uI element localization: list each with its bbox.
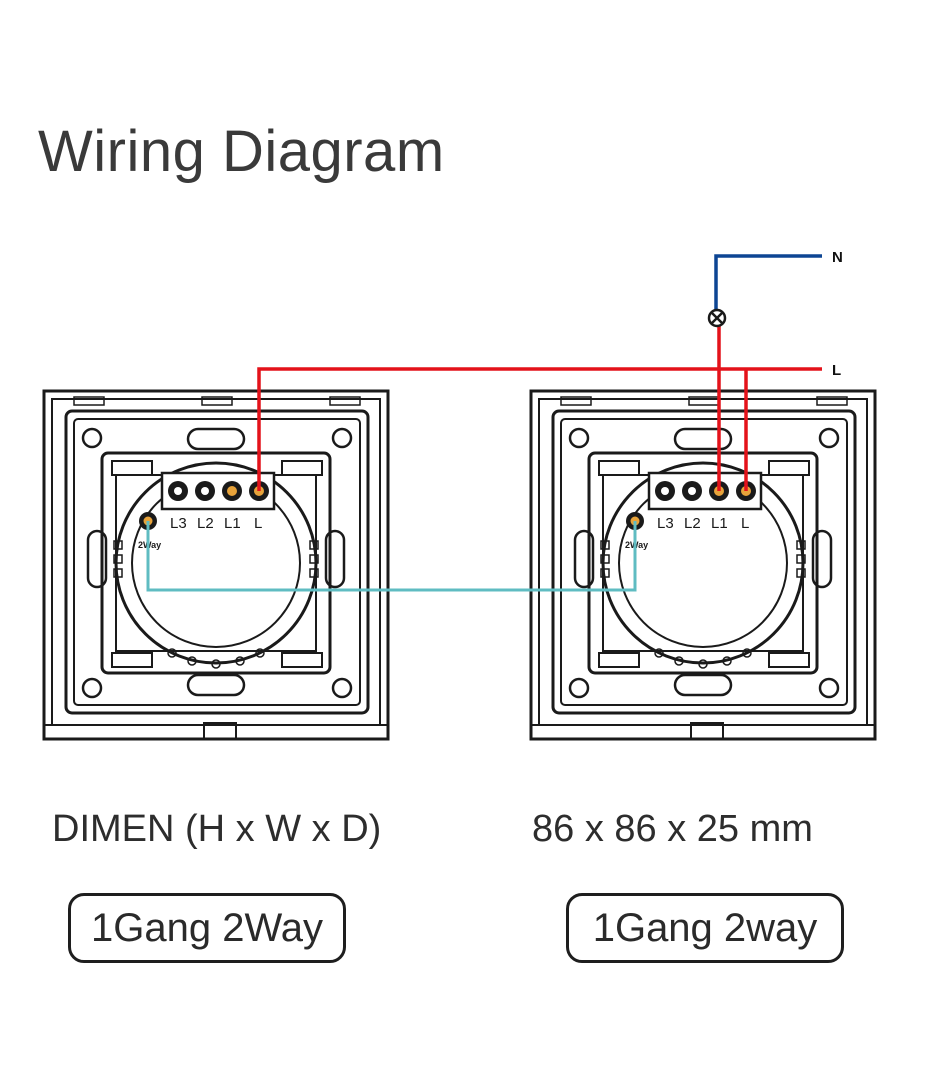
terminal-label-l3: L3 bbox=[657, 515, 674, 532]
switch-right: L3 L2 L1 L 2Way bbox=[529, 389, 877, 741]
page-title: Wiring Diagram bbox=[38, 119, 445, 184]
terminal-label-l2: L2 bbox=[684, 515, 701, 532]
terminal-label-l2: L2 bbox=[197, 515, 214, 532]
lamp-icon bbox=[707, 308, 727, 328]
neutral-label: N bbox=[832, 249, 843, 266]
dimensions-value: 86 x 86 x 25 mm bbox=[532, 808, 813, 850]
terminal-label-l3: L3 bbox=[170, 515, 187, 532]
live-wire-main bbox=[257, 367, 822, 491]
switch-left: L3 L2 L1 L 2Way bbox=[42, 389, 390, 741]
live-label: L bbox=[832, 362, 841, 379]
dimensions-label: DIMEN (H x W x D) bbox=[52, 808, 382, 850]
two-way-label: 2Way bbox=[625, 540, 648, 550]
terminal-label-l: L bbox=[741, 515, 749, 532]
badge-left: 1Gang 2Way bbox=[68, 893, 346, 963]
terminal-label-l1: L1 bbox=[224, 515, 241, 532]
badge-right: 1Gang 2way bbox=[566, 893, 844, 963]
terminal-label-l1: L1 bbox=[711, 515, 728, 532]
two-way-label: 2Way bbox=[138, 540, 161, 550]
terminal-label-l: L bbox=[254, 515, 262, 532]
neutral-wire bbox=[714, 254, 822, 310]
traveller-wire bbox=[146, 521, 637, 592]
wiring-diagram: L3 L2 L1 L 2Way L3 L2 L1 L 2Way N L bbox=[42, 249, 877, 741]
